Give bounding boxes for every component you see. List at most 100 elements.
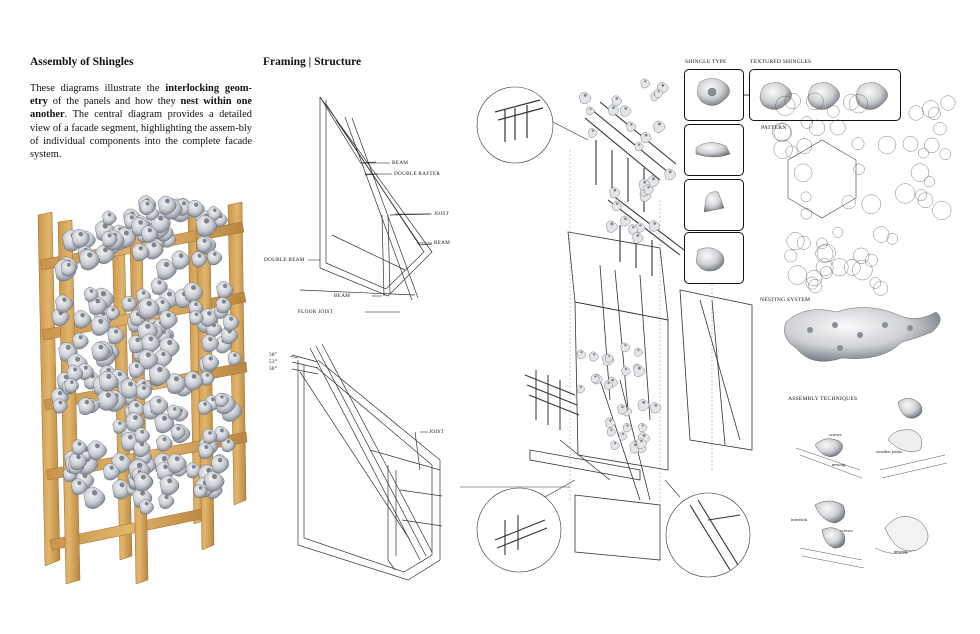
shingle-socket xyxy=(651,177,655,181)
shingle-socket xyxy=(102,247,108,253)
label-angle-1: 38° xyxy=(269,352,278,358)
shingle-piece xyxy=(628,224,639,235)
shingle-piece xyxy=(653,120,666,133)
pattern-cell xyxy=(800,191,812,203)
shingle-piece xyxy=(71,229,90,248)
pattern-cell xyxy=(843,94,860,111)
shingle-socket xyxy=(580,351,583,354)
shingle-socket xyxy=(136,462,143,469)
detail-circle-bottom-right xyxy=(665,492,751,578)
shingle-socket xyxy=(624,368,628,371)
shingle-socket xyxy=(632,225,635,229)
pattern-cell xyxy=(933,122,947,136)
shingle-piece xyxy=(222,314,240,332)
shingle-piece xyxy=(586,106,595,116)
pattern-cell xyxy=(808,278,823,294)
shingle-piece xyxy=(148,363,171,386)
shingle-socket xyxy=(111,307,115,312)
shingle-piece xyxy=(79,249,100,271)
shingle-socket xyxy=(205,373,210,377)
label-joist: JOIST xyxy=(434,211,450,217)
shingle-socket xyxy=(140,490,146,496)
shingle-socket xyxy=(610,222,614,226)
shingle-piece xyxy=(576,349,587,360)
shingle-piece xyxy=(606,427,616,437)
shingle-socket xyxy=(197,253,202,258)
shingle-socket xyxy=(194,312,199,317)
shingle-piece xyxy=(618,431,628,441)
shingle-socket xyxy=(158,215,164,221)
shingle-socket xyxy=(156,398,162,404)
shingle-socket xyxy=(157,280,162,285)
shingle-piece xyxy=(622,423,632,433)
shingle-socket xyxy=(157,366,163,373)
pattern-cell xyxy=(806,92,824,110)
pattern-cell xyxy=(787,265,807,285)
pattern-cell xyxy=(805,276,819,290)
shingle-socket xyxy=(221,299,226,304)
shingle-piece xyxy=(617,404,628,415)
pattern-cell xyxy=(820,266,833,279)
shingle-socket xyxy=(644,133,648,137)
shingle-piece xyxy=(605,417,616,428)
pattern-cell xyxy=(869,277,881,289)
shingle-piece xyxy=(64,378,80,394)
shingle-socket xyxy=(630,123,633,126)
shingle-socket xyxy=(161,456,168,462)
shingle-socket xyxy=(69,380,74,385)
intro-bold-1: interlocking geom-etry xyxy=(30,83,252,108)
shingle-socket xyxy=(583,93,587,97)
shingle-piece xyxy=(197,399,213,415)
pattern-cell xyxy=(772,122,791,142)
shingle-socket xyxy=(113,329,119,334)
shingle-piece xyxy=(621,366,631,376)
pattern-cell xyxy=(864,253,878,267)
shingle-socket xyxy=(219,428,224,433)
shingle-piece xyxy=(159,310,178,329)
shingle-piece xyxy=(128,361,145,379)
shingle-piece xyxy=(83,287,99,302)
shingle-socket xyxy=(161,351,166,357)
shingle-piece xyxy=(589,351,599,362)
shingle-socket xyxy=(166,312,171,318)
shingle-cluster-group xyxy=(50,195,243,515)
shingle-socket xyxy=(591,129,594,132)
shingle-piece xyxy=(91,342,110,361)
shingle-socket xyxy=(608,355,611,358)
label-textured-shingles: TEXTURED SHINGLES xyxy=(750,59,812,65)
shingle-socket xyxy=(147,228,152,233)
intro-bold-2: nest within one another xyxy=(30,96,252,121)
shingle-piece xyxy=(98,370,119,392)
shingle-socket xyxy=(127,434,133,440)
shingle-socket xyxy=(207,311,212,316)
shingle-piece xyxy=(605,220,618,233)
intro-text-1: These diagrams illustrate the xyxy=(30,83,166,94)
label-double-rafter: DOUBLE RAFTER xyxy=(394,171,441,177)
shingle-socket xyxy=(594,375,597,378)
shingle-socket xyxy=(181,201,187,206)
label-floor-joist: FLOOR JOIST xyxy=(298,309,334,315)
shingle-socket xyxy=(165,198,170,204)
shingle-type-icons xyxy=(695,78,731,272)
shingle-piece xyxy=(133,471,153,492)
shingle-socket xyxy=(146,300,152,307)
shingle-piece xyxy=(71,439,87,456)
shingle-socket xyxy=(220,395,224,399)
shingle-socket xyxy=(607,381,610,385)
shingle-piece xyxy=(159,475,180,496)
shingle-socket xyxy=(76,454,81,460)
pattern-cell xyxy=(784,92,801,110)
shingle-socket xyxy=(134,403,139,408)
label-beam-top: BEAM xyxy=(392,160,409,166)
shingle-piece xyxy=(200,371,215,386)
shingle-socket xyxy=(164,495,169,500)
label-angle-2: 53° xyxy=(269,359,278,365)
shingle-piece xyxy=(87,440,107,461)
shingle-piece xyxy=(102,463,120,481)
shingle-socket xyxy=(233,353,237,357)
shingle-piece xyxy=(134,427,150,444)
pattern-cell xyxy=(918,147,929,159)
shingle-socket xyxy=(641,424,644,427)
shingle-socket xyxy=(609,419,612,422)
shingle-piece xyxy=(131,243,150,262)
